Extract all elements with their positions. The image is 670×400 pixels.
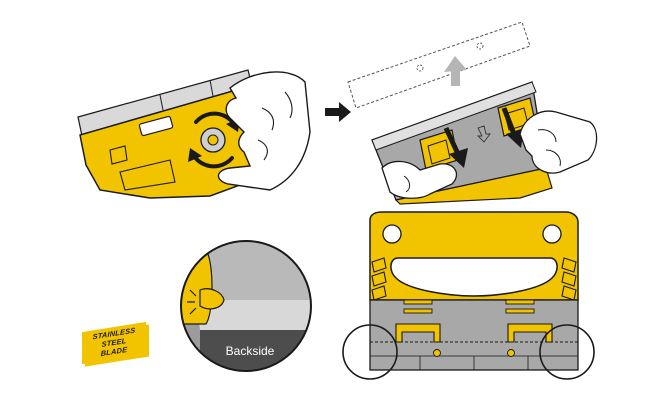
left-hand-illustration <box>381 160 457 199</box>
step-3-front-view-illustration <box>342 211 595 380</box>
left-corner-highlight <box>342 324 398 380</box>
hand-illustration <box>217 71 311 191</box>
right-corner-highlight <box>539 324 595 380</box>
next-step-arrow-icon <box>325 102 351 122</box>
scraper-handle-lower <box>394 167 553 205</box>
rotate-arrows-icon <box>192 111 236 169</box>
lift-up-arrow-icon <box>444 56 467 86</box>
right-hand-illustration <box>519 110 598 174</box>
step-2-blade-replacement-illustration <box>347 21 598 205</box>
backside-detail-view <box>180 240 312 372</box>
step-1-scraper-illustration <box>77 69 311 199</box>
removed-blade-outline <box>347 21 531 109</box>
backside-caption: Backside <box>225 344 275 358</box>
press-down-arrow-icon <box>443 107 524 168</box>
